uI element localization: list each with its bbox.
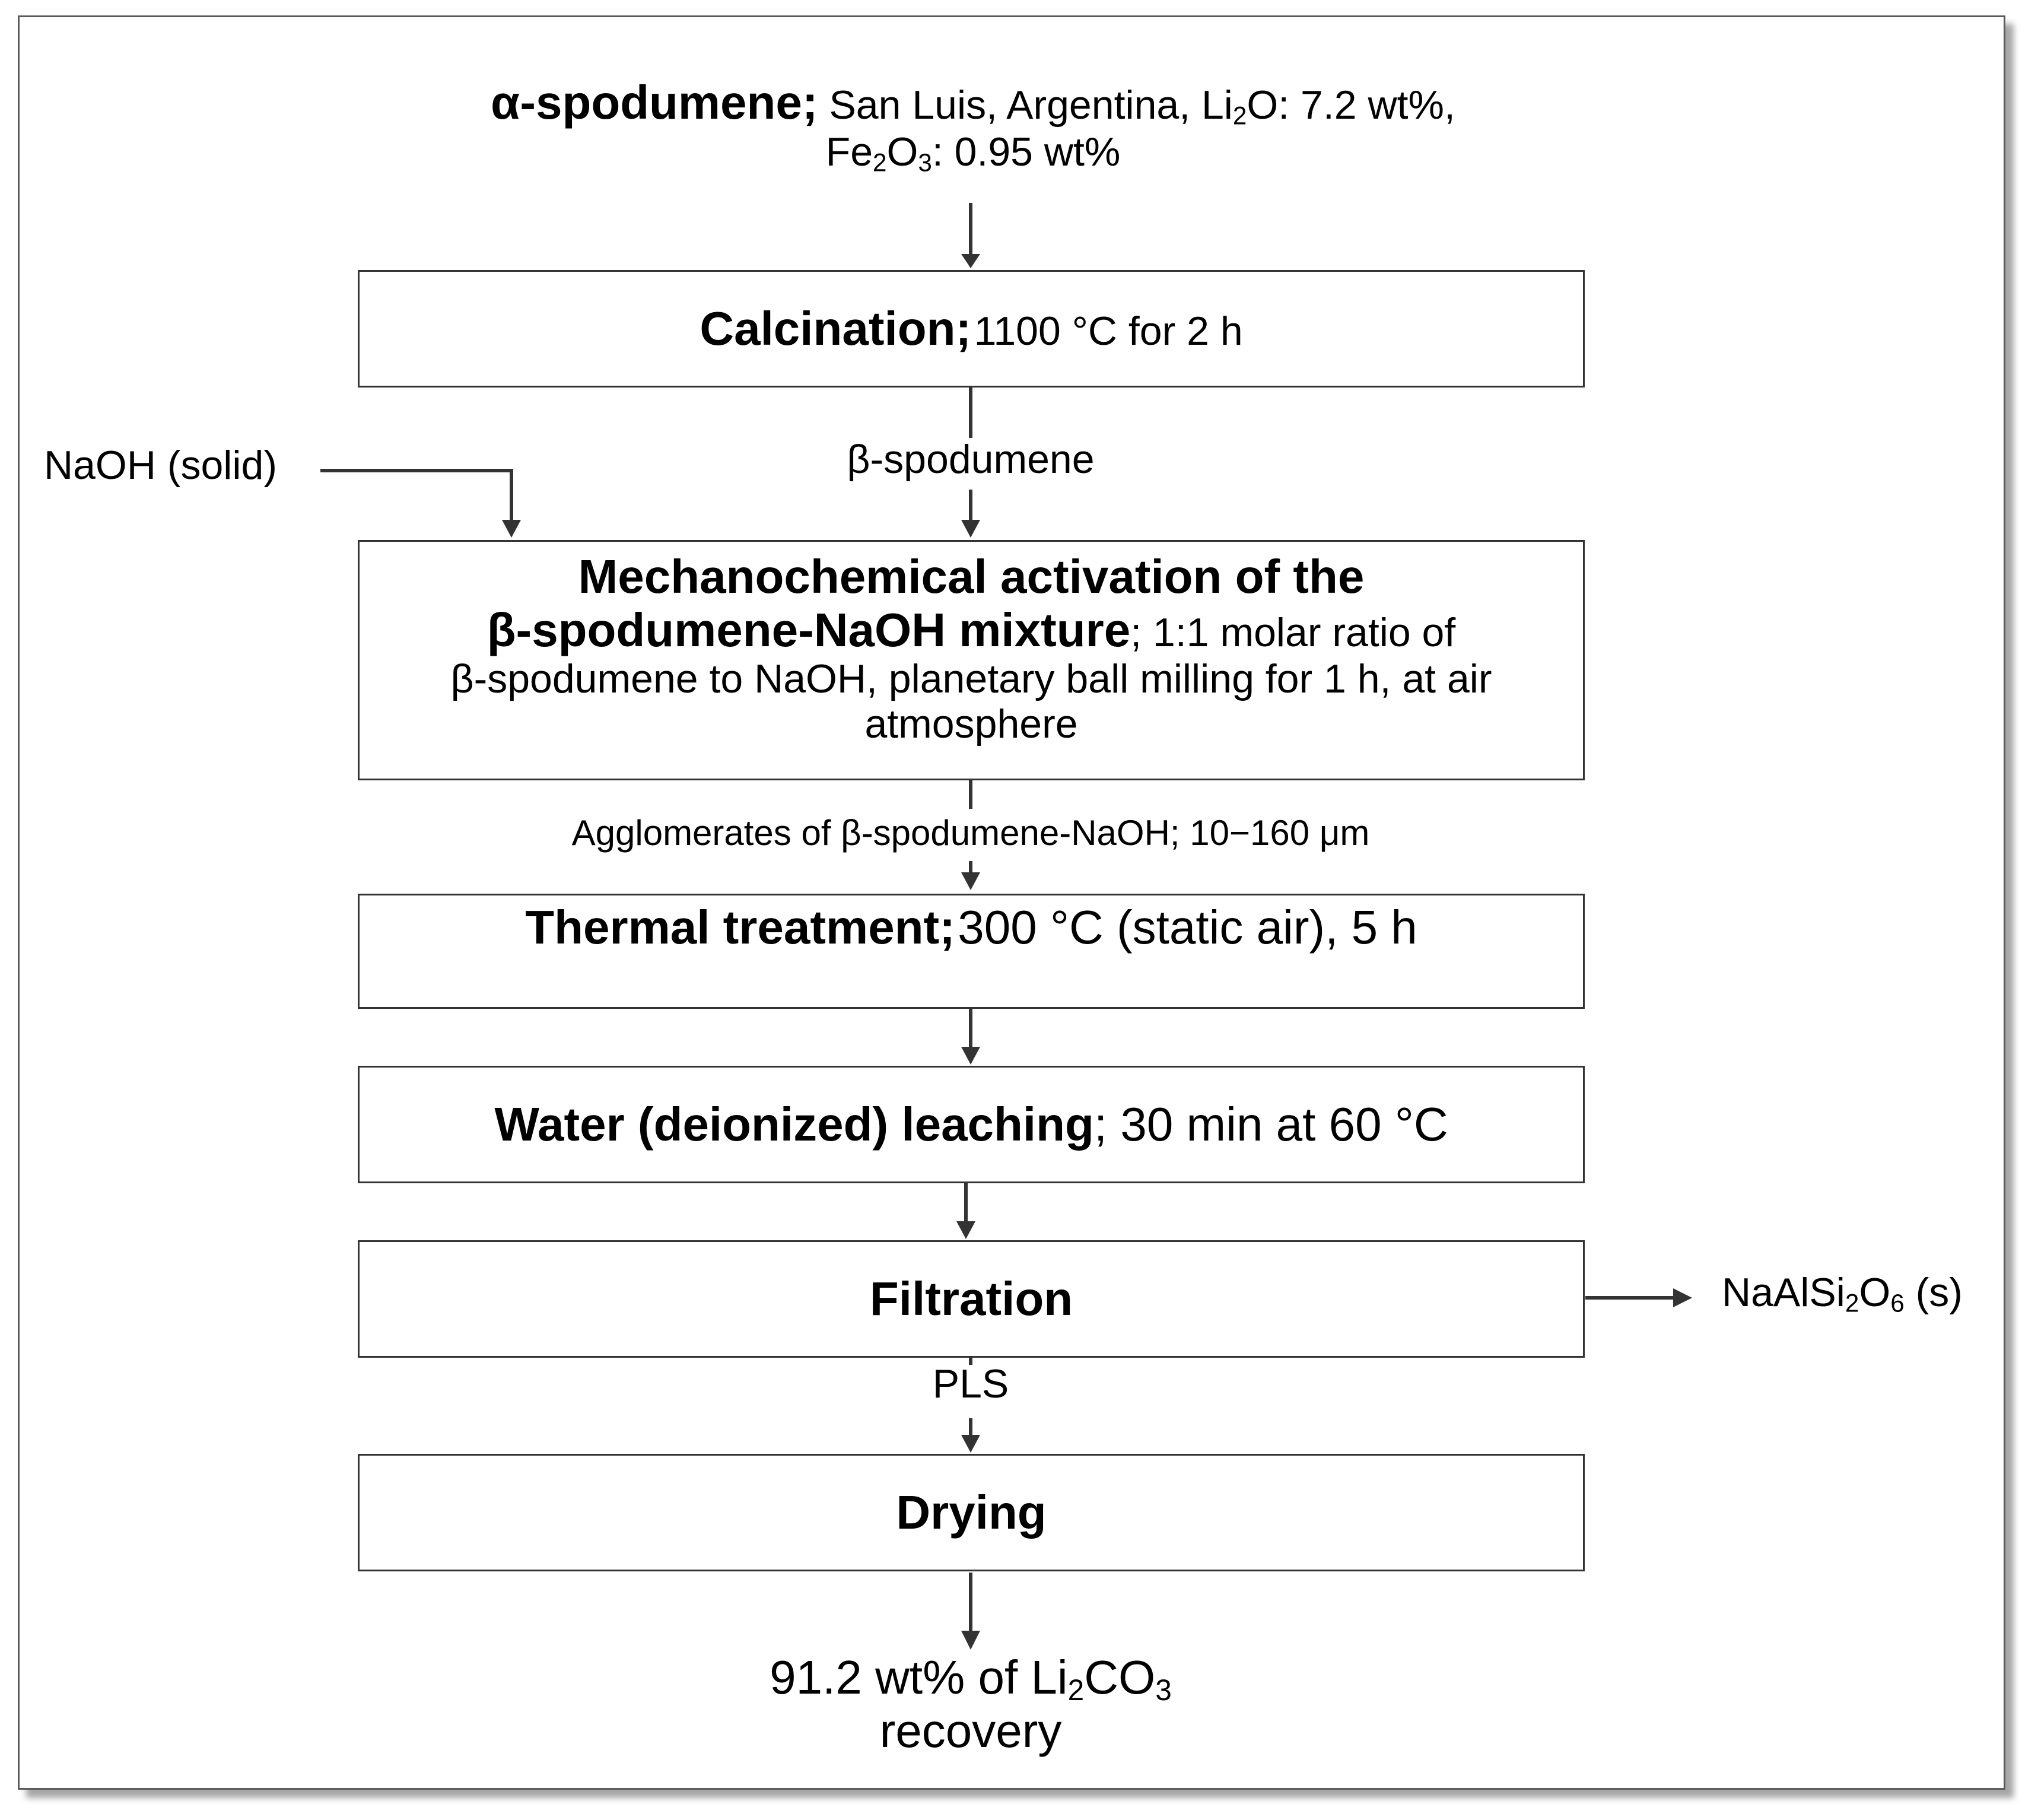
leaching-title: Water (deionized) leaching — [494, 1098, 1094, 1151]
product-recovery-label: 91.2 wt% of Li2CO3 recovery — [674, 1651, 1267, 1757]
filtration-box: Filtration — [358, 1240, 1585, 1358]
mechano-title-line2: β-spodumene-NaOH mixture — [487, 603, 1131, 656]
product-line2: recovery — [879, 1704, 1062, 1757]
mechano-title-line1: Mechanochemical activation of the — [578, 550, 1365, 603]
pls-label: PLS — [932, 1361, 1009, 1406]
raw-material-detail: San Luis, Argentina, Li2O: 7.2 wt%, — [829, 82, 1455, 130]
mechanochemical-activation-box: Mechanochemical activation of the β-spod… — [358, 540, 1585, 780]
byproduct-naalsi2o6: NaAlSi2O6 (s) — [1722, 1270, 1963, 1317]
water-leaching-box: Water (deionized) leaching; 30 min at 60… — [358, 1066, 1585, 1183]
drying-title: Drying — [896, 1486, 1047, 1539]
beta-spodumene-label: β-spodumene — [847, 437, 1095, 482]
thermal-detail: 300 °C (static air), 5 h — [958, 901, 1417, 954]
leaching-detail: ; 30 min at 60 °C — [1093, 1098, 1448, 1151]
raw-material-iron-content: Fe2O3: 0.95 wt% — [825, 129, 1121, 176]
calcination-box: Calcination; 1100 °C for 2 h — [358, 270, 1585, 387]
calcination-title: Calcination; — [700, 302, 972, 355]
raw-material-name: α-spodumene; — [491, 76, 818, 129]
filtration-title: Filtration — [869, 1272, 1073, 1325]
naoh-solid-input: NaOH (solid) — [44, 443, 277, 488]
mechano-detail-ratio: ; 1:1 molar ratio of — [1130, 609, 1456, 655]
mechano-detail-milling: β-spodumene to NaOH, planetary ball mill… — [450, 656, 1492, 702]
thermal-title: Thermal treatment; — [525, 901, 955, 954]
mechano-detail-atmosphere: atmosphere — [864, 701, 1078, 747]
raw-material-label: α-spodumene; San Luis, Argentina, Li2O: … — [415, 76, 1531, 174]
thermal-treatment-box: Thermal treatment; 300 °C (static air), … — [358, 894, 1585, 1009]
product-line1: 91.2 wt% of Li2CO3 — [770, 1651, 1172, 1707]
calcination-detail: 1100 °C for 2 h — [974, 309, 1243, 354]
drying-box: Drying — [358, 1454, 1585, 1571]
agglomerates-label: Agglomerates of β-spodumene-NaOH; 10−160… — [571, 813, 1370, 853]
